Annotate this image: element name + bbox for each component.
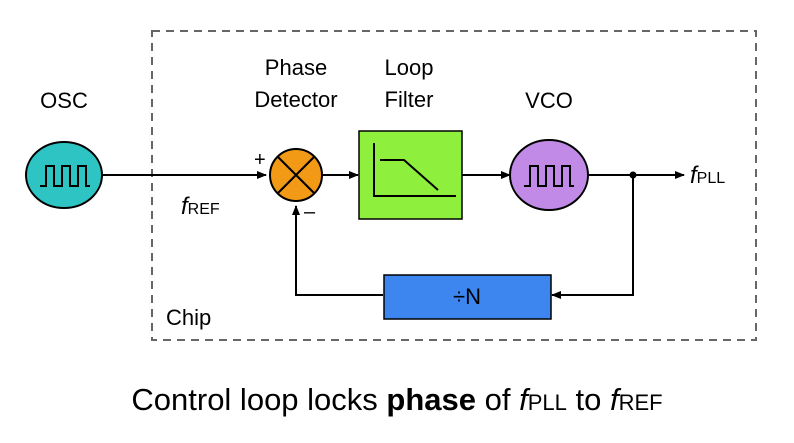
chip-boundary — [151, 30, 757, 341]
caption-mid: of — [476, 382, 520, 417]
plus-sign: + — [254, 149, 266, 171]
vco-label: VCO — [525, 88, 573, 113]
caption-f-ref-sub: REF — [618, 390, 663, 415]
f-ref-label: fREF — [181, 193, 220, 220]
wire-divider-to-pd — [292, 205, 383, 296]
f-pll-label: fPLL — [690, 162, 725, 189]
phase-detector-label-1: Phase — [265, 55, 327, 80]
divider-label: ÷N — [453, 284, 481, 309]
caption-to: to — [566, 382, 610, 417]
chip-label: Chip — [166, 305, 211, 330]
lowpass-response-icon — [373, 143, 456, 197]
loop-filter-label-2: Filter — [385, 87, 434, 112]
osc-block — [25, 141, 103, 209]
minus-sign: – — [304, 201, 316, 223]
phase-detector-label-2: Detector — [254, 87, 337, 112]
caption-f-pll-sub: PLL — [527, 390, 567, 415]
caption-f-pll: f — [519, 382, 528, 417]
wire-feedback-to-divider — [551, 175, 634, 299]
caption-prefix: Control loop locks — [131, 382, 387, 417]
divider-block: ÷N — [383, 274, 552, 320]
square-wave-icon — [40, 165, 90, 187]
caption: Control loop locks phase of fPLL to fREF — [0, 380, 794, 423]
caption-bold: phase — [386, 382, 477, 417]
osc-label: OSC — [40, 88, 88, 113]
loop-filter-label-1: Loop — [385, 55, 434, 80]
vco-block — [509, 139, 589, 211]
phase-detector-block — [269, 148, 323, 202]
loop-filter-block — [358, 130, 463, 220]
square-wave-icon — [524, 165, 574, 187]
caption-f-ref: f — [609, 382, 619, 417]
